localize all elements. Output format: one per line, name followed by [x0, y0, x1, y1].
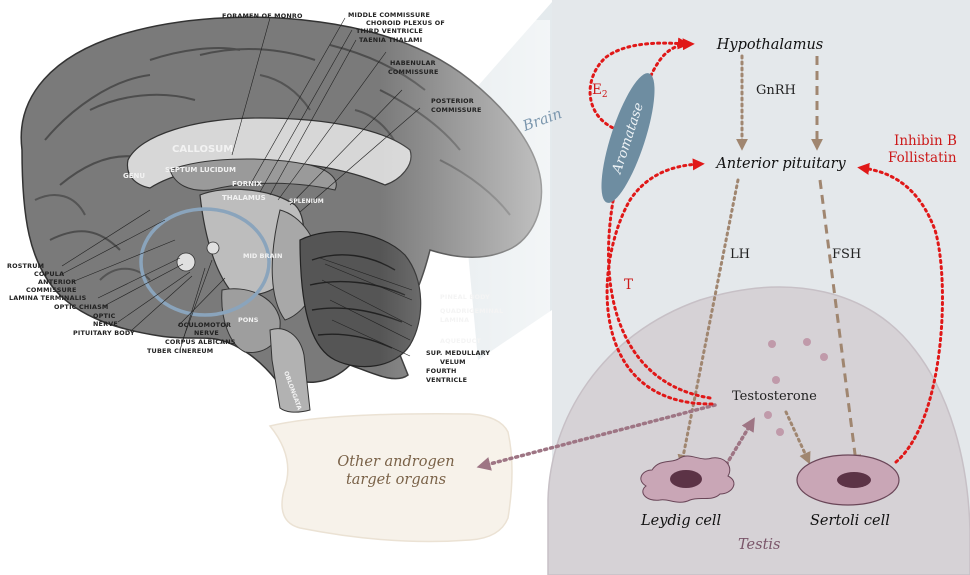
testosterone-label: Testosterone	[732, 389, 817, 404]
label-nerve: NERVE	[93, 320, 118, 328]
label-choroid-plexus: CHOROID PLEXUS OF	[366, 19, 445, 27]
label-oculomotor-nerve: NERVE	[194, 329, 219, 337]
label-callosum: CALLOSUM	[172, 144, 233, 155]
label-fourth: FOURTH	[426, 367, 457, 375]
label-third-ventricle: THIRD VENTRICLE	[356, 27, 423, 35]
t-label: T	[624, 277, 633, 293]
label-rostrum: ROSTRUM	[7, 262, 44, 270]
label-ventricle: VENTRICLE	[426, 376, 467, 384]
inhibin-label: Inhibin B	[894, 133, 957, 149]
label-middle-commissure: MIDDLE COMMISSURE	[348, 11, 430, 19]
label-posterior: POSTERIOR	[431, 97, 474, 105]
testis-label: Testis	[738, 537, 780, 553]
label-copula: COPULA	[34, 270, 64, 278]
label-pituitary-body: PITUITARY BODY	[73, 329, 135, 337]
label-optic-chiasm: OPTIC CHIASM	[54, 303, 109, 311]
sertoli-nucleus	[837, 472, 871, 488]
label-lamina-terminalis: LAMINA TERMINALIS	[9, 294, 87, 302]
label-optic: OPTIC	[93, 312, 116, 320]
label-velum: VELUM	[440, 358, 466, 366]
lh-label: LH	[730, 247, 750, 262]
label-sup-medullary: SUP. MEDULLARY	[426, 349, 490, 357]
label-corpus-albicans: CORPUS ALBICANS	[165, 338, 236, 346]
label-habenular: HABENULAR	[390, 59, 436, 67]
label-commissure: COMMISSURE	[26, 286, 77, 294]
label-splenium: SPLENIUM	[289, 198, 324, 205]
label-posterior-commissure: COMMISSURE	[431, 106, 482, 114]
label-habenular-commissure: COMMISSURE	[388, 68, 439, 76]
other-organs-label-line2: target organs	[346, 472, 446, 488]
fsh-label: FSH	[832, 247, 861, 262]
label-taenia-thalami: TAENIA THALAMI	[359, 36, 422, 44]
follistatin-label: Follistatin	[888, 150, 957, 166]
hypothalamus-label: Hypothalamus	[716, 37, 823, 53]
label-fornix: FORNIX	[232, 180, 263, 188]
anterior-pituitary-label: Anterior pituitary	[714, 156, 846, 172]
label-anterior: ANTERIOR	[38, 278, 76, 286]
label-pineal-body: PINEAL BODY	[440, 293, 490, 301]
sertoli-label: Sertoli cell	[810, 513, 890, 529]
label-thalamus: THALAMUS	[222, 194, 266, 202]
label-oculomotor: OCULOMOTOR	[178, 321, 231, 329]
label-foramen-monro: FORAMEN OF MONRO	[222, 12, 303, 20]
label-mid-brain: MID BRAIN	[243, 252, 282, 260]
label-genu: GENU	[123, 172, 145, 180]
gnrh-label: GnRH	[756, 83, 796, 98]
label-septum-lucidum: SEPTUM LUCIDUM	[165, 166, 236, 174]
label-aqueduct: AQUEDUCT	[440, 337, 482, 345]
label-pons: PONS	[238, 316, 259, 324]
other-organs-label-line1: Other androgen	[337, 454, 454, 470]
label-quadrigeminal: QUADRIGEMINAL	[440, 307, 503, 315]
leydig-label: Leydig cell	[640, 513, 722, 529]
label-tuber-cinereum: TUBER CINEREUM	[147, 347, 213, 355]
label-lamina: LAMINA	[440, 316, 469, 324]
leydig-nucleus	[670, 470, 702, 488]
